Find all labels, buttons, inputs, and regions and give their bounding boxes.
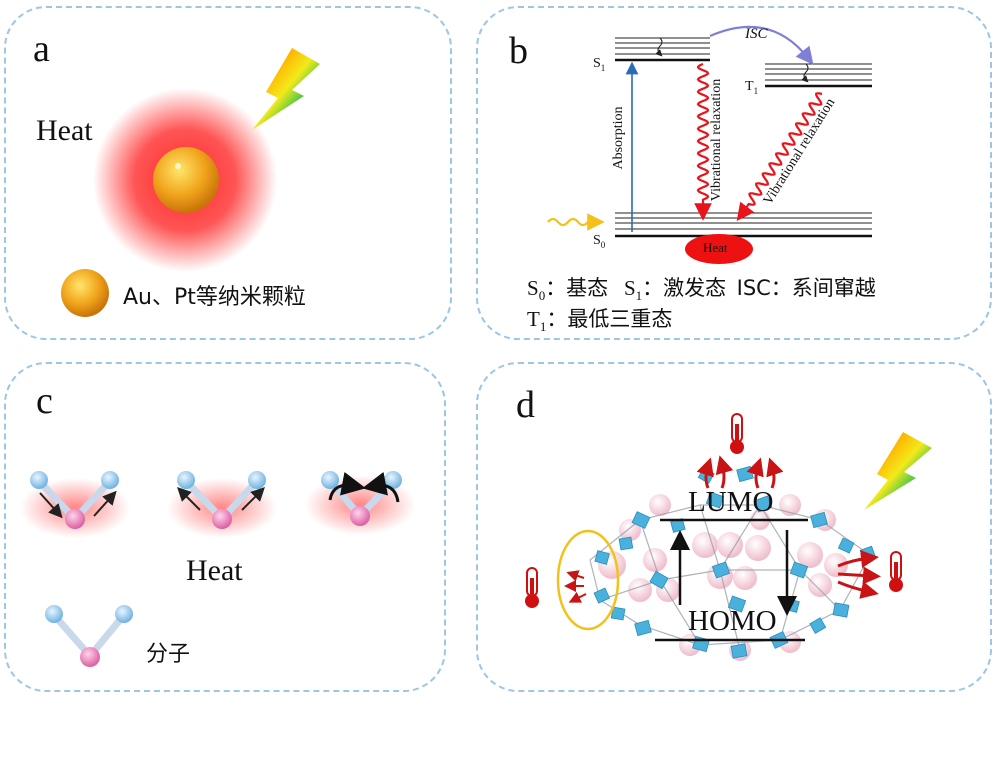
- homo-label: HOMO: [688, 605, 777, 637]
- nanoparticle-icon: [61, 269, 109, 317]
- nanoparticle-legend: Au、Pt等纳米颗粒: [123, 285, 306, 310]
- panel-b-letter: b: [509, 30, 528, 72]
- panel-a: [4, 6, 452, 340]
- isc-arrow: [709, 25, 814, 65]
- molecule-stretch-1: [20, 471, 130, 538]
- heat-label-a: Heat: [36, 114, 93, 147]
- molecule-stretch-2: [167, 471, 277, 538]
- excitation-wave: [547, 213, 605, 231]
- highlight-ring: [556, 529, 620, 631]
- panel-d-framework: [525, 413, 932, 661]
- heat-blob: [685, 234, 753, 264]
- vibrational-relaxation-arrow-2: [736, 92, 823, 222]
- heat-label-b: Heat: [703, 240, 728, 255]
- thermometer-icon: [730, 413, 744, 454]
- vibrational-label-1: Vibrational relaxation: [709, 78, 724, 202]
- vibrational-relaxation-arrow-1: [694, 62, 712, 221]
- thermometer-icon-right: [889, 551, 903, 592]
- panel-c-molecules: [20, 471, 415, 667]
- nanoparticle: [153, 147, 219, 213]
- s0-label: S0: [593, 233, 606, 250]
- lightning-icon: [252, 48, 320, 130]
- t1-label: T1: [745, 79, 759, 96]
- isc-label: ISC: [745, 26, 768, 42]
- molecule-legend: 分子: [146, 642, 191, 667]
- lightning-icon: [864, 432, 932, 510]
- panel-d: [476, 362, 992, 692]
- heat-arrows-top: [696, 455, 784, 489]
- panel-c-letter: c: [36, 380, 53, 422]
- s1-label: S1: [593, 56, 606, 73]
- panel-a-art: [61, 48, 320, 317]
- thermometer-icon-left: [525, 567, 539, 608]
- molecule-bend: [305, 471, 415, 535]
- legend-line-1: S0：基态 S1：激发态 ISC：系间窜越: [527, 276, 876, 304]
- panel-c: [4, 362, 446, 692]
- panel-b-jablonski: [547, 25, 872, 264]
- heat-arrows-left: [564, 570, 587, 603]
- heat-arrows-right: [837, 550, 881, 599]
- legend-line-2: T1：最低三重态: [527, 307, 673, 335]
- absorption-label: Absorption: [611, 106, 626, 170]
- panel-a-letter: a: [33, 28, 50, 70]
- panel-b: [476, 6, 992, 340]
- panel-d-letter: d: [516, 384, 535, 426]
- lumo-label: LUMO: [688, 486, 774, 518]
- molecule-legend-icon: [45, 605, 133, 667]
- heat-label-c: Heat: [186, 554, 243, 587]
